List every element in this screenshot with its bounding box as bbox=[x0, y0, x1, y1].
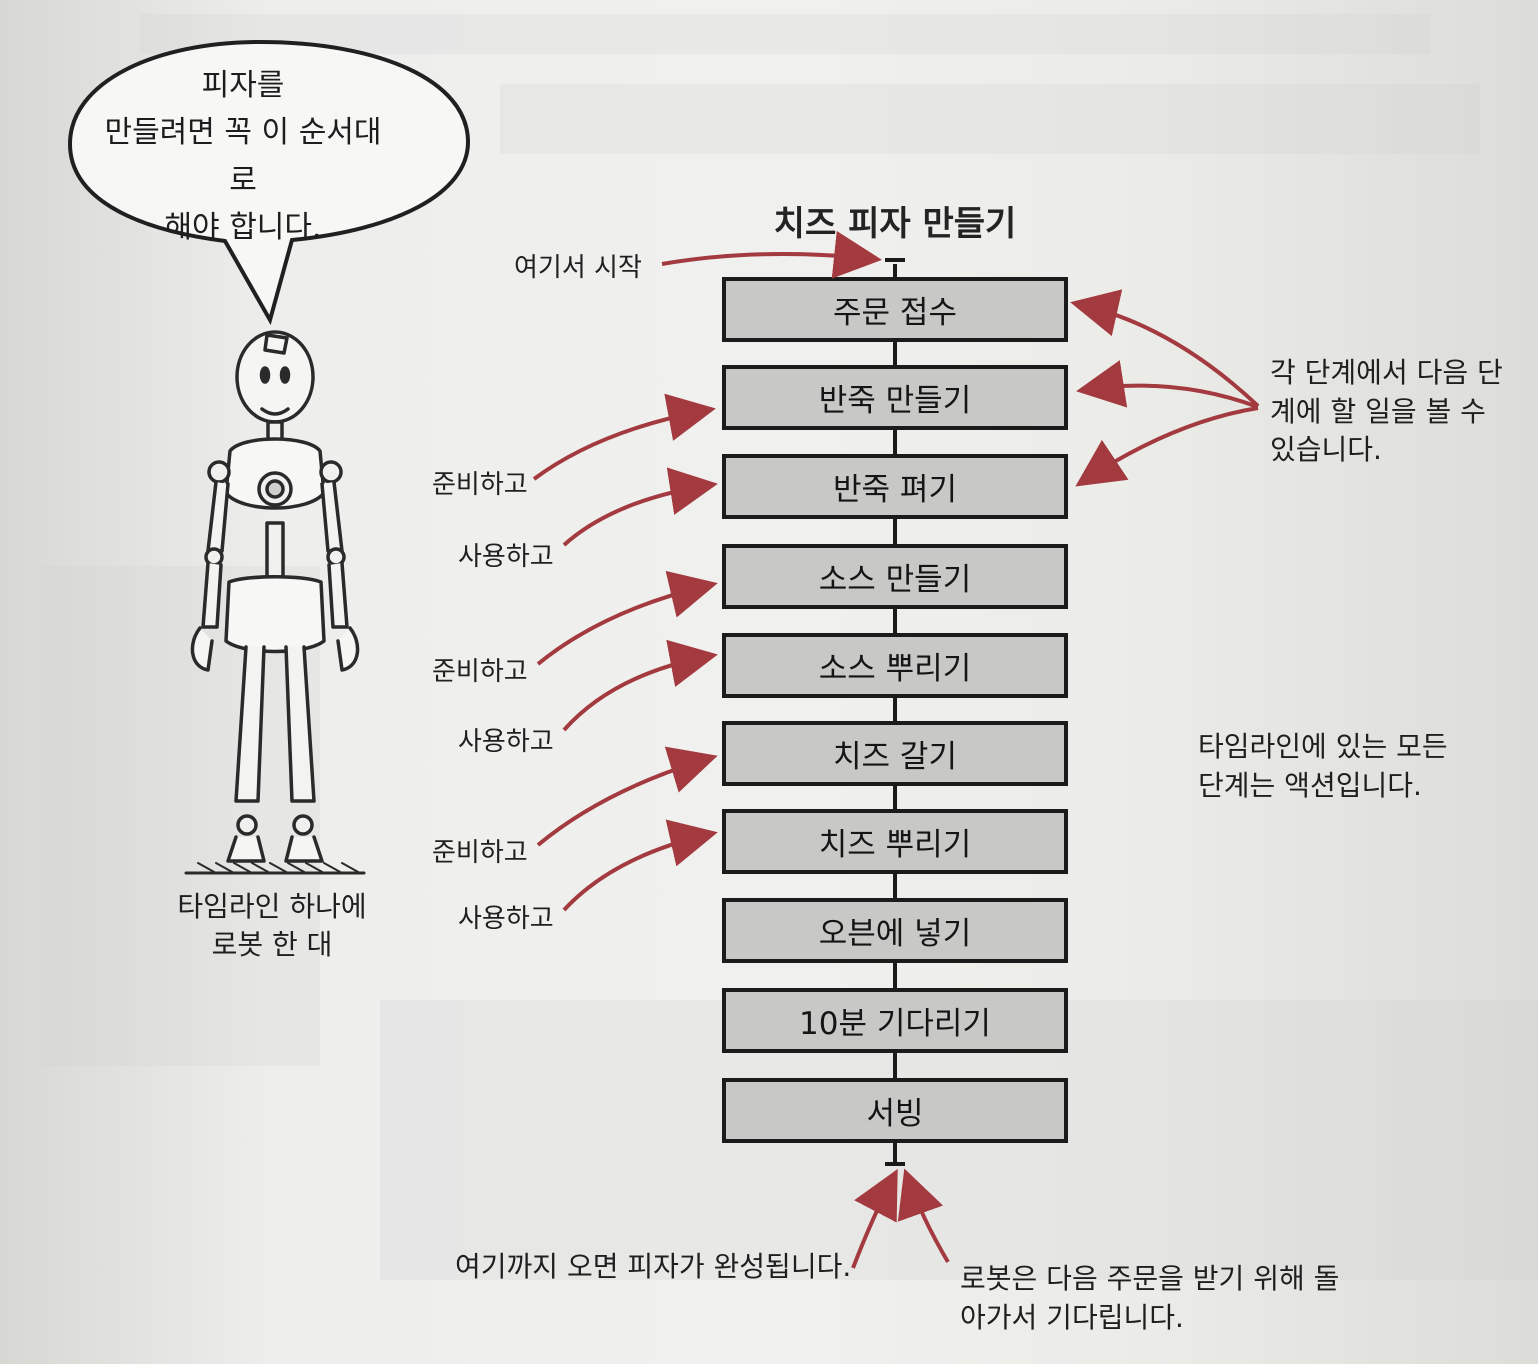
arrow-icon-next-3 bbox=[1075, 406, 1259, 487]
step-box-wait: 10분 기다리기 bbox=[722, 988, 1068, 1053]
arrow-icon-next-2 bbox=[1076, 360, 1259, 409]
arrow-icon-prepare-2 bbox=[536, 570, 718, 666]
left-label-prepare-2: 준비하고 bbox=[432, 657, 528, 687]
arrow-icon-use-1 bbox=[562, 467, 718, 547]
step-label-spread-cheese: 치즈 뿌리기 bbox=[818, 827, 972, 863]
timeline-end-cap bbox=[885, 1162, 905, 1166]
step-box-oven: 오븐에 넣기 bbox=[722, 898, 1068, 963]
bottom-note-done: 여기까지 오면 피자가 완성됩니다. bbox=[455, 1250, 852, 1283]
right-note-actions: 타임라인에 있는 모든 단계는 액션입니다. bbox=[1198, 730, 1448, 802]
speech-bubble-text: 피자를 만들려면 꼭 이 순서대로 해야 합니다. bbox=[104, 68, 382, 246]
arrow-icon-start bbox=[661, 230, 882, 279]
bleed-through-text-upper-right bbox=[500, 84, 1480, 154]
step-box-order: 주문 접수 bbox=[722, 277, 1068, 342]
step-box-make-dough: 반죽 만들기 bbox=[722, 365, 1068, 430]
step-label-make-sauce: 소스 만들기 bbox=[818, 562, 972, 598]
step-label-roll-dough: 반죽 펴기 bbox=[833, 472, 957, 508]
timeline-connector bbox=[893, 264, 897, 1164]
timeline-start-cap bbox=[885, 258, 905, 262]
left-label-use-1: 사용하고 bbox=[458, 542, 554, 572]
left-label-use-2: 사용하고 bbox=[458, 727, 554, 757]
left-label-prepare-3: 준비하고 bbox=[432, 838, 528, 868]
bleed-through-text-top bbox=[140, 14, 1430, 54]
step-label-order: 주문 접수 bbox=[833, 295, 957, 331]
step-box-roll-dough: 반죽 펴기 bbox=[722, 454, 1068, 519]
left-label-use-3: 사용하고 bbox=[458, 904, 554, 934]
step-label-make-dough: 반죽 만들기 bbox=[818, 383, 972, 419]
step-box-serve: 서빙 bbox=[722, 1078, 1068, 1143]
robot-caption: 타임라인 하나에 로봇 한 대 bbox=[177, 890, 367, 961]
step-label-grate-cheese: 치즈 갈기 bbox=[833, 739, 957, 775]
arrow-icon-use-3 bbox=[562, 819, 718, 912]
arrow-icon-prepare-1 bbox=[532, 393, 716, 481]
arrow-icon-use-2 bbox=[562, 639, 718, 732]
step-label-wait: 10분 기다리기 bbox=[799, 1006, 991, 1042]
diagram-title: 치즈 피자 만들기 bbox=[773, 204, 1017, 244]
step-box-grate-cheese: 치즈 갈기 bbox=[722, 721, 1068, 786]
step-box-make-sauce: 소스 만들기 bbox=[722, 544, 1068, 609]
arrow-icon-next-1 bbox=[1070, 289, 1260, 408]
right-note-next-step: 각 단계에서 다음 단계에 할 일을 볼 수 있습니다. bbox=[1270, 356, 1503, 467]
step-label-spread-sauce: 소스 뿌리기 bbox=[818, 651, 972, 687]
left-label-prepare-1: 준비하고 bbox=[432, 470, 528, 500]
bottom-note-wait: 로봇은 다음 주문을 받기 위해 돌아가서 기다립니다. bbox=[960, 1262, 1340, 1334]
arrow-icon-prepare-3 bbox=[536, 746, 718, 847]
step-box-spread-cheese: 치즈 뿌리기 bbox=[722, 809, 1068, 874]
step-box-spread-sauce: 소스 뿌리기 bbox=[722, 633, 1068, 698]
step-label-serve: 서빙 bbox=[866, 1096, 924, 1132]
speech-bubble-icon bbox=[60, 32, 478, 332]
step-label-oven: 오븐에 넣기 bbox=[818, 916, 972, 952]
robot-figure-icon bbox=[170, 325, 380, 880]
start-label: 여기서 시작 bbox=[514, 253, 642, 283]
